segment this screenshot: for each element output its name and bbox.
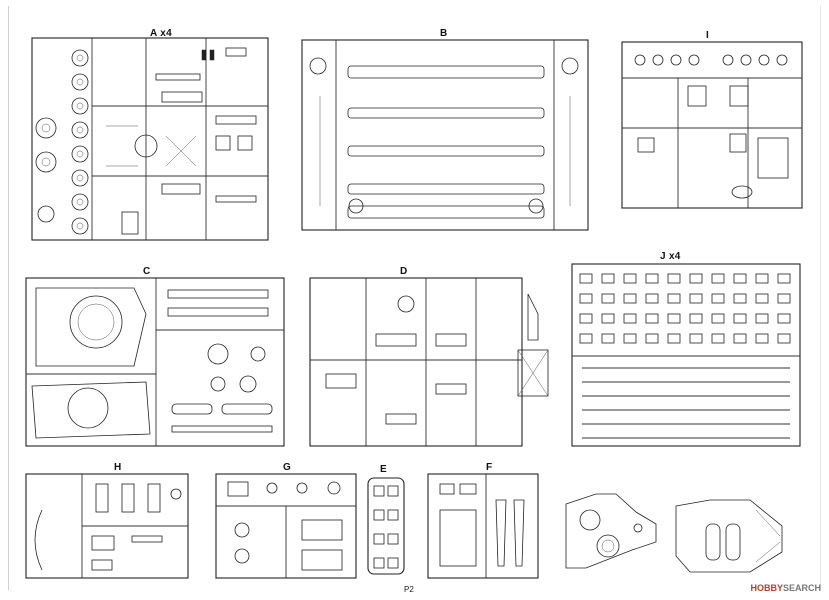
sprue-c-diagram (25, 277, 285, 447)
track-guards (347, 65, 545, 219)
sprue-a-label: A x4 (150, 28, 172, 39)
sprue-g-label: G (283, 462, 292, 473)
track-links-j (579, 273, 791, 344)
sprue-i-label: I (706, 30, 710, 41)
sprue-a-diagram (31, 37, 269, 241)
watermark-brand: HOBBY (750, 583, 783, 593)
sprue-c-label: C (143, 266, 151, 277)
sprue-g-diagram (215, 473, 357, 579)
sprue-j-label: J x4 (660, 251, 681, 262)
track-pins-j (582, 367, 790, 439)
hatch-parts-d (517, 293, 549, 397)
page-frame (8, 6, 821, 590)
sprue-d-diagram (309, 277, 549, 447)
hull-bottom-part (675, 499, 783, 573)
page-number: P2 (404, 585, 414, 594)
sprue-d-label: D (400, 266, 408, 277)
sprue-e-label: E (380, 464, 387, 475)
turret-parts (31, 287, 151, 439)
sprue-e-diagram (367, 477, 405, 575)
small-wheels-i (634, 54, 788, 66)
sprue-h-label: H (114, 462, 122, 473)
hobbysearch-watermark: HOBBYSEARCH (750, 583, 821, 593)
hull-top-part (565, 493, 657, 569)
road-wheels (35, 49, 89, 235)
sprue-i-diagram (621, 41, 803, 209)
sprue-j-diagram (571, 263, 801, 447)
watermark-text: SEARCH (782, 583, 821, 593)
sprue-f-diagram (427, 473, 539, 579)
sprue-h-diagram (25, 473, 189, 579)
sprue-b-label: B (440, 28, 448, 39)
small-parts-a (106, 47, 257, 235)
sprue-b-diagram (301, 39, 589, 231)
sprue-f-label: F (486, 462, 493, 473)
